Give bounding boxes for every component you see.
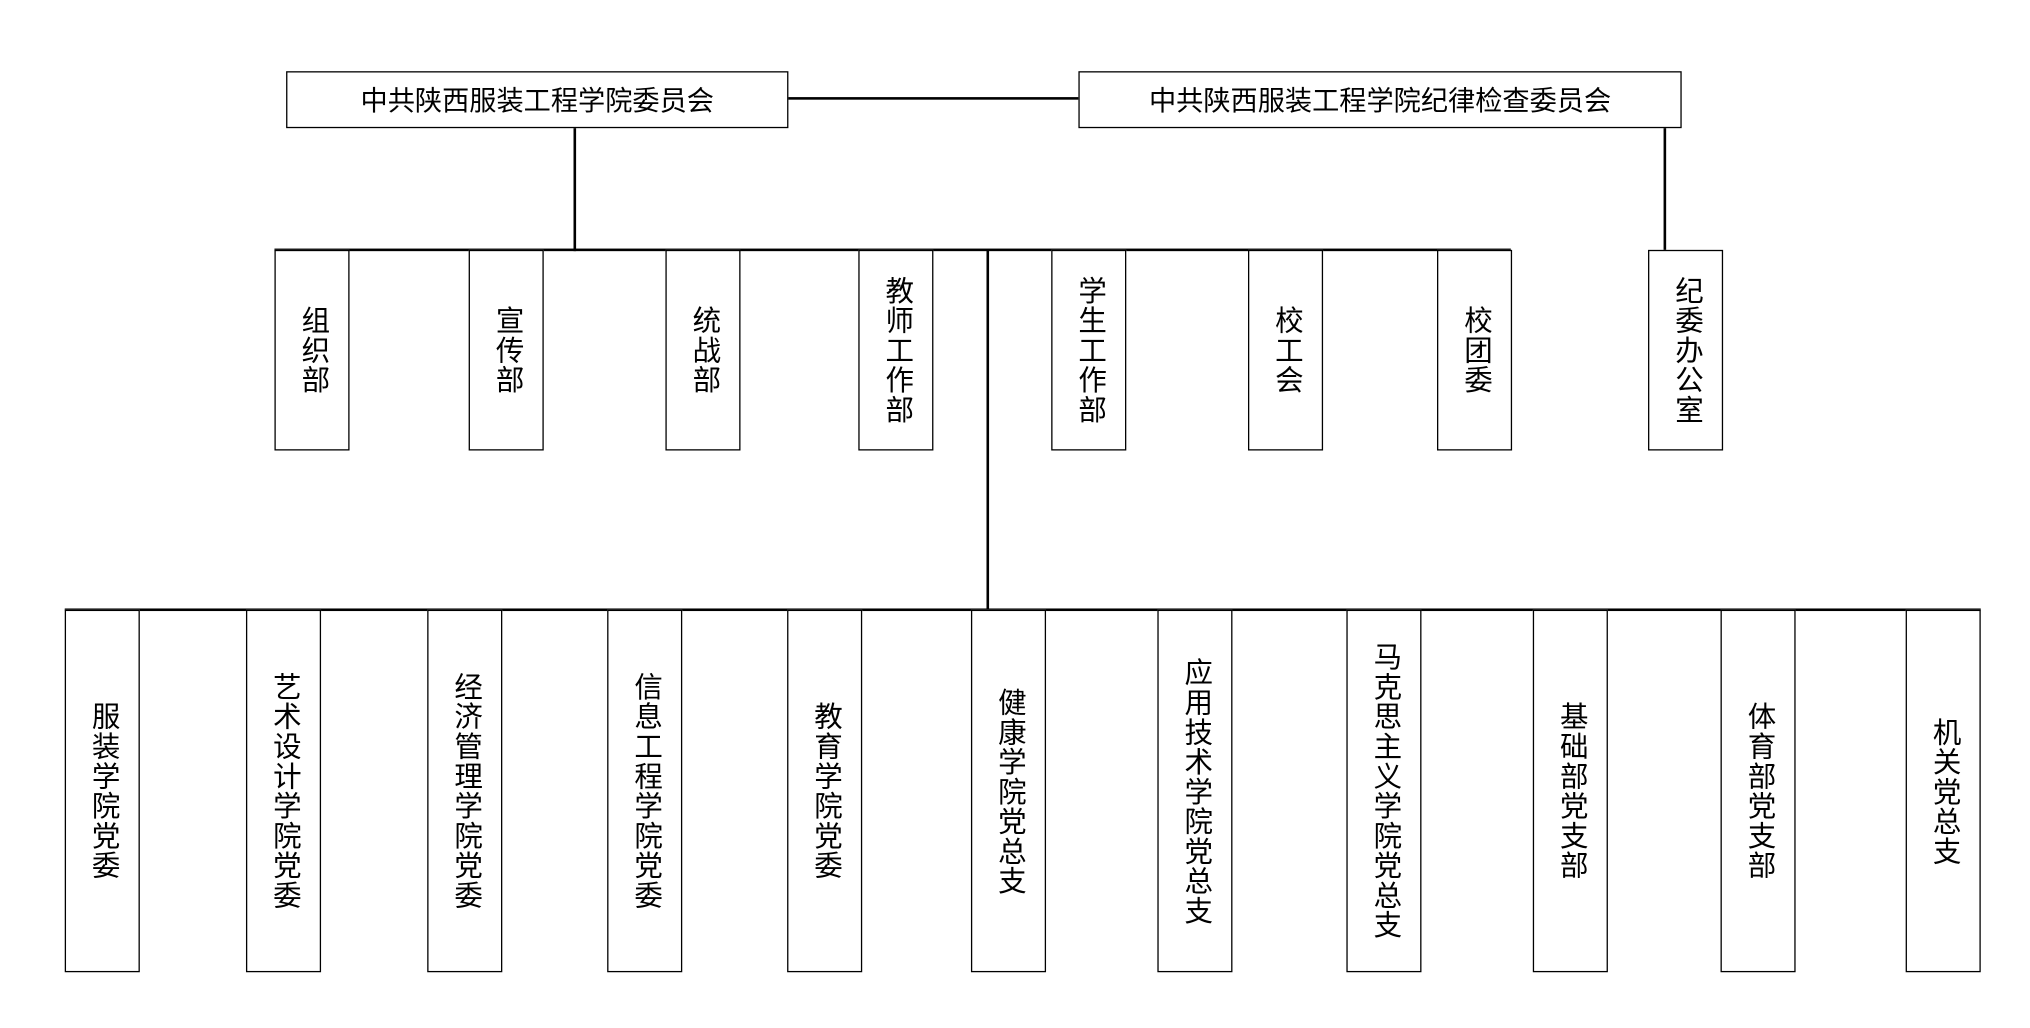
- party-committee-box: 中共陕西服装工程学院委员会: [286, 71, 789, 129]
- department-label: 校团委: [1459, 305, 1492, 395]
- department-box: 教师工作部: [858, 249, 934, 451]
- branch-label: 服装学院党委: [86, 701, 120, 881]
- branch-box: 机关党总支: [1905, 609, 1981, 973]
- branch-box: 服装学院党委: [64, 609, 140, 973]
- branch-box: 基础部党支部: [1532, 609, 1608, 973]
- connector-party-down: [573, 126, 577, 252]
- department-box: 组织部: [274, 249, 350, 451]
- department-box: 校工会: [1247, 249, 1324, 451]
- connector-branch-down: [986, 249, 990, 612]
- branch-label: 信息工程学院党委: [629, 671, 662, 911]
- party-committee-label: 中共陕西服装工程学院委员会: [360, 85, 714, 117]
- department-box: 宣传部: [468, 249, 544, 451]
- department-label: 组织部: [296, 305, 329, 395]
- branch-box: 经济管理学院党委: [427, 609, 503, 973]
- branch-label: 健康学院党总支: [992, 686, 1026, 896]
- department-label: 宣传部: [490, 305, 524, 395]
- discipline-committee-label: 中共陕西服装工程学院纪律检查委员会: [1148, 85, 1612, 117]
- branch-label: 体育部党支部: [1742, 701, 1775, 881]
- branch-box: 应用技术学院党总支: [1157, 609, 1233, 973]
- branch-label: 机关党总支: [1927, 716, 1961, 866]
- department-label: 校工会: [1270, 305, 1303, 395]
- department-label: 学生工作部: [1073, 275, 1106, 425]
- connector-top: [788, 97, 1079, 100]
- branch-label: 基础部党支部: [1554, 701, 1588, 881]
- branch-box: 艺术设计学院党委: [245, 609, 322, 973]
- branch-label: 经济管理学院党委: [449, 671, 482, 911]
- branch-box: 体育部党支部: [1720, 609, 1796, 973]
- branch-box: 健康学院党总支: [970, 609, 1047, 973]
- department-box: 学生工作部: [1051, 249, 1127, 451]
- department-box: 校团委: [1437, 249, 1513, 451]
- department-box: 统战部: [665, 249, 741, 451]
- branch-label: 马克思主义学院党总支: [1368, 642, 1401, 940]
- branch-box: 马克思主义学院党总支: [1346, 609, 1422, 973]
- branch-label: 艺术设计学院党委: [267, 671, 301, 911]
- department-label: 教师工作部: [880, 275, 913, 425]
- branch-label: 教育学院党委: [809, 701, 842, 881]
- branch-label: 应用技术学院党总支: [1179, 657, 1212, 925]
- branch-box: 教育学院党委: [787, 609, 863, 973]
- discipline-committee-box: 中共陕西服装工程学院纪律检查委员会: [1078, 71, 1682, 129]
- department-label: 统战部: [687, 305, 720, 395]
- branch-box: 信息工程学院党委: [607, 609, 683, 973]
- discipline-office-box: 纪委办公室: [1648, 249, 1724, 451]
- connector-discipline-down: [1663, 126, 1667, 252]
- discipline-office-label: 纪委办公室: [1670, 275, 1703, 425]
